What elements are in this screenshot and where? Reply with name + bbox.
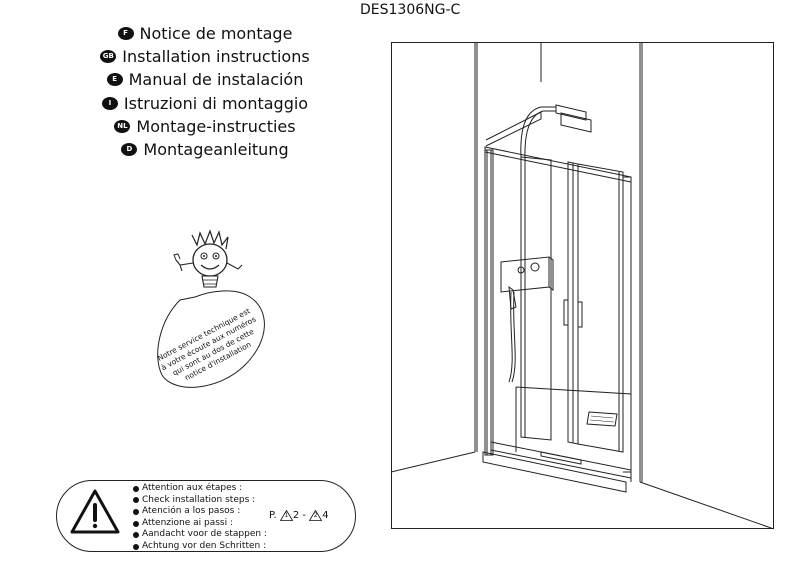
language-title-it: I Istruzioni di montaggio: [85, 92, 325, 115]
bullet-icon: [133, 485, 139, 492]
language-badge: D: [121, 143, 138, 157]
language-title-text: Notice de montage: [139, 24, 293, 44]
language-title-de: D Montageanleitung: [85, 138, 325, 161]
language-title-nl: NL Montage-instructies: [85, 115, 325, 138]
language-badge: I: [101, 96, 118, 110]
step-page-reference: P. 1 2 - 2 4: [269, 510, 329, 521]
page-number: 4: [322, 510, 329, 521]
warning-step-nl: Aandacht voor de stappen :: [133, 529, 267, 541]
language-title-gb: GB Installation instructions: [85, 45, 325, 68]
bullet-icon: [133, 543, 139, 550]
document-reference: DES1306NG-C: [360, 2, 461, 18]
page-separator: -: [302, 510, 307, 521]
language-title-text: Montage-instructies: [136, 116, 296, 136]
language-badge: GB: [100, 50, 117, 64]
lightbulb-mascot-icon: [173, 229, 243, 288]
language-title-text: Manual de instalación: [128, 70, 304, 90]
language-title-text: Istruzioni di montaggio: [123, 93, 309, 113]
installation-steps-warning: Attention aux étapes : Check installatio…: [56, 480, 356, 552]
warning-step-it: Attenzione ai passi :: [133, 518, 267, 530]
language-badge: E: [106, 73, 123, 87]
step-triangle-icon: 2: [309, 510, 323, 521]
warning-step-fr: Attention aux étapes :: [133, 483, 267, 495]
page-number: 2: [292, 510, 300, 521]
warning-step-gb: Check installation steps :: [133, 495, 267, 507]
language-title-text: Montageanleitung: [143, 140, 289, 160]
language-badge: F: [117, 27, 134, 41]
language-title-list: F Notice de montage GB Installation instru…: [85, 22, 325, 161]
bullet-icon: [133, 532, 139, 539]
bullet-icon: [133, 497, 139, 504]
warning-step-de: Achtung vor den Schritten :: [133, 541, 267, 553]
warning-step-es: Atención a los pasos :: [133, 506, 267, 518]
shower-enclosure-drawing: [391, 42, 774, 529]
speech-bubble: [157, 290, 265, 388]
service-mascot-illustration: Notre service technique est à votre écou…: [156, 229, 265, 388]
language-title-es: E Manual de instalación: [85, 68, 325, 91]
language-badge: NL: [114, 119, 131, 133]
bullet-icon: [133, 520, 139, 527]
bullet-icon: [133, 508, 139, 515]
warning-steps-list: Attention aux étapes : Check installatio…: [133, 483, 267, 553]
step-triangle-icon: 1: [279, 510, 293, 521]
step-number: 2: [313, 512, 318, 519]
step-number: 1: [284, 512, 289, 519]
page-prefix: P.: [269, 510, 277, 521]
language-title-text: Installation instructions: [122, 47, 310, 67]
warning-triangle-icon: [70, 489, 120, 534]
language-title-fr: F Notice de montage: [85, 22, 325, 45]
